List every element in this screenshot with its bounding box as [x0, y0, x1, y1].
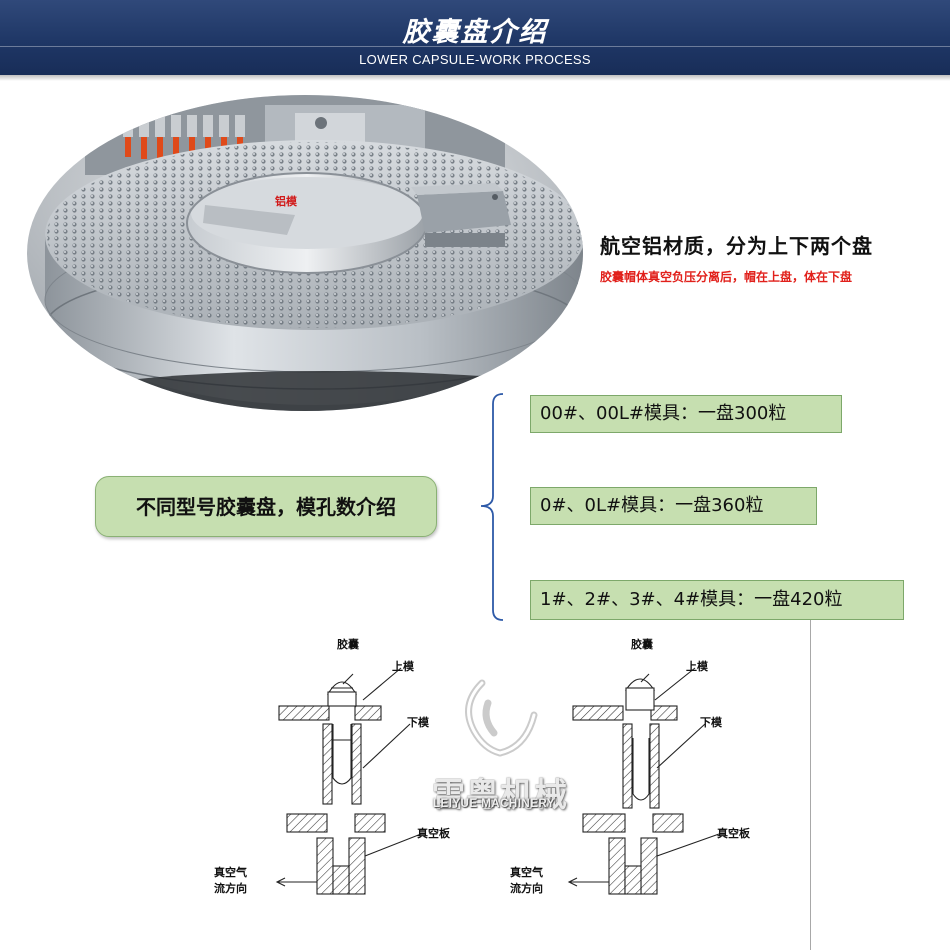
left-vacuum-plate-label: 真空板 [417, 827, 450, 840]
mold-option-00: 00#、00L#模具：一盘300粒 [530, 395, 842, 433]
left-diagram [275, 667, 422, 895]
separation-note: 胶囊帽体真空负压分离后，帽在上盘，体在下盘 [600, 270, 853, 284]
right-capsule-label: 胶囊 [631, 638, 653, 651]
left-capsule-label: 胶囊 [337, 638, 359, 651]
mold-option-1-4: 1#、2#、3#、4#模具：一盘420粒 [530, 580, 904, 620]
header-divider [0, 46, 950, 47]
left-airflow-label-1: 真空气 [214, 866, 247, 879]
bracket-connector [480, 393, 504, 621]
right-vacuum-plate-label: 真空板 [717, 827, 750, 840]
mold-intro-label: 不同型号胶囊盘，模孔数介绍 [136, 494, 396, 519]
watermark-name-cn: 雷粤机械 [432, 775, 568, 814]
left-upper-mold-label: 上模 [392, 660, 414, 673]
right-airflow-label-1: 真空气 [510, 866, 543, 879]
mold-cross-section-diagrams [275, 667, 720, 895]
watermark-name-en: LEIYUE MACHINERY [433, 798, 555, 810]
mold-option-1-4-label: 1#、2#、3#、4#模具：一盘420粒 [540, 589, 843, 610]
right-upper-mold-label: 上模 [686, 660, 708, 673]
header-banner: 胶囊盘介绍 LOWER CAPSULE-WORK PROCESS [0, 0, 950, 75]
right-diagram [567, 667, 720, 895]
header-shadow [0, 75, 950, 81]
right-airflow-label-2: 流方向 [510, 882, 543, 895]
left-airflow-label-2: 流方向 [214, 882, 247, 895]
mold-option-00-label: 00#、00L#模具：一盘300粒 [540, 403, 787, 424]
photo-caption: 铝模 [275, 194, 298, 208]
page-subtitle: LOWER CAPSULE-WORK PROCESS [359, 52, 591, 67]
mold-intro-box: 不同型号胶囊盘，模孔数介绍 [95, 476, 437, 537]
left-lower-mold-label: 下模 [407, 716, 429, 729]
right-lower-mold-label: 下模 [700, 716, 722, 729]
vertical-divider [810, 620, 811, 950]
mold-option-0-label: 0#、0L#模具：一盘360粒 [540, 495, 764, 516]
mold-option-0: 0#、0L#模具：一盘360粒 [530, 487, 817, 525]
leiyue-logo-icon [465, 679, 538, 757]
material-heading: 航空铝材质，分为上下两个盘 [600, 234, 873, 258]
page-title: 胶囊盘介绍 [402, 17, 548, 48]
aluminum-plate-photo: 铝模 [27, 95, 583, 411]
